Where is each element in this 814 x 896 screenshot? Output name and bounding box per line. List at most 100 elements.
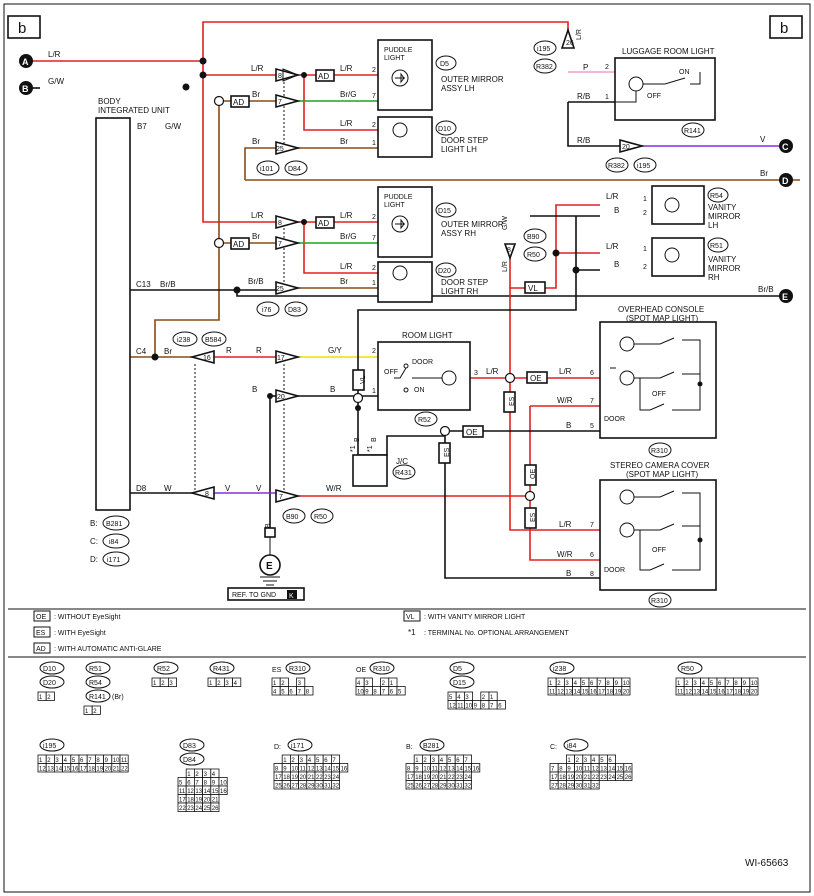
connector-face-prefix: ES <box>272 667 282 674</box>
connector-pin-number: 10 <box>357 689 364 695</box>
connector-pin-number: 21 <box>113 766 120 772</box>
connector-face-id: i195 <box>43 743 56 750</box>
pin-b7: B7 <box>137 122 147 131</box>
connector-pin-number: 5 <box>710 681 714 687</box>
connector-pin-number: 9 <box>615 681 619 687</box>
connector-pin-number: 9 <box>474 703 478 709</box>
tag-ad-d5: AD <box>318 72 329 81</box>
pin-c13: C13 <box>136 280 151 289</box>
wire-lr-d10 <box>303 75 378 131</box>
stereo-off: OFF <box>652 547 666 554</box>
r51-bulb-icon <box>664 247 680 263</box>
connector-pin-number: 18 <box>734 689 741 695</box>
wire-lr-es <box>509 378 600 531</box>
connector-pin-number: 6 <box>289 689 293 695</box>
connector-pin-number: 3 <box>432 758 436 764</box>
stereo-pin8: 8 <box>590 571 594 578</box>
connector-pin-number: 13 <box>693 689 700 695</box>
luggage-pin2: 2 <box>605 64 609 71</box>
connector-pin-number: 8 <box>204 780 208 786</box>
tag-vl-room: VL <box>360 375 367 384</box>
wl-3: Br <box>252 137 260 146</box>
cid-i76: i76 <box>262 307 271 314</box>
connector-pin-number: 28 <box>300 783 307 789</box>
d15-label2: LIGHT <box>384 202 405 209</box>
connector-pin-number: 12 <box>557 689 564 695</box>
connector-pin-number: 14 <box>456 766 463 772</box>
wire-label-gw-b: G/W <box>48 77 64 86</box>
connector-pin-number: 18 <box>606 689 613 695</box>
connector-pin-number: 15 <box>710 689 717 695</box>
connector-pin-number: 7 <box>551 766 555 772</box>
ground-lines <box>260 537 280 586</box>
connector-pin-number: 13 <box>448 766 455 772</box>
pin-8-d15: 8 <box>278 220 282 227</box>
body-ref-d-code: i171 <box>107 557 120 564</box>
wl-39: L/R <box>502 261 509 272</box>
connector-pin-number: 9 <box>567 766 571 772</box>
connector-pin-number: 21 <box>584 775 591 781</box>
connector-pin-number: 26 <box>415 783 422 789</box>
connector-pin-number: 10 <box>291 766 298 772</box>
connector-pin-number: 18 <box>187 797 194 803</box>
r51-name3: RH <box>708 273 720 282</box>
d10-name1: DOOR STEP <box>441 136 488 145</box>
connector-pin-number: 21 <box>212 797 219 803</box>
connector-pin-number: 16 <box>718 689 725 695</box>
connector-pin-number: 28 <box>559 783 566 789</box>
section-mark-left <box>7 15 41 39</box>
wire-brb-e <box>236 290 786 297</box>
connector-pin-number: 23 <box>456 775 463 781</box>
wl-4: L/R <box>340 64 353 73</box>
d20-name1: DOOR STEP <box>441 278 488 287</box>
d20-name2: LIGHT RH <box>441 287 478 296</box>
wl-2: Br <box>252 90 260 99</box>
connector-pin-number: 22 <box>179 806 186 812</box>
ground-ref-label: REF. TO GND <box>232 592 276 599</box>
component-overhead-box <box>599 321 717 439</box>
cid-i101: i101 <box>260 166 273 173</box>
connector-pin-number: 12 <box>308 766 315 772</box>
legend-text: : WITH AUTOMATIC ANTI-GLARE <box>54 646 162 653</box>
cid-r141: R141 <box>684 128 701 135</box>
connector-id-ovals <box>172 40 729 608</box>
ground-letter: E <box>266 561 273 572</box>
component-luggage-box <box>614 57 716 121</box>
section-mark-left-text: b <box>18 20 26 37</box>
cid-r52: R52 <box>418 417 431 424</box>
d15-label1: PUDDLE <box>384 194 413 201</box>
d15-diode-icon <box>395 218 405 230</box>
connector-pin-number: 10 <box>623 681 630 687</box>
component-r54-box <box>651 185 705 225</box>
wire-label-brb-c13: Br/B <box>160 280 176 289</box>
option-tag-boxes <box>230 69 548 529</box>
connector-pin-number: 3 <box>55 758 59 764</box>
connector-pin-number: 15 <box>582 689 589 695</box>
connector-pin-number: 3 <box>565 681 569 687</box>
connector-pin-number: 12 <box>187 789 194 795</box>
luggage-title: LUGGAGE ROOM LIGHT <box>622 47 715 56</box>
connector-pin-number: 7 <box>332 758 336 764</box>
r51-pin1: 1 <box>643 246 647 253</box>
stereo-switch-lines <box>634 490 701 571</box>
cid-r50: R50 <box>314 514 327 521</box>
section-mark-right-text: b <box>780 20 788 37</box>
connector-face-prefix: C: <box>550 744 557 751</box>
tag-oe-stereo: OE <box>530 469 537 479</box>
wl-32: L/R <box>606 242 619 251</box>
connector-pin-number: 22 <box>592 775 599 781</box>
wl-12: Br/G <box>340 232 356 241</box>
wire-label-lr-a: L/R <box>48 50 61 59</box>
connector-pin-number: 3 <box>584 758 588 764</box>
connector-pin-number: 25 <box>204 806 211 812</box>
r54-pin2: 2 <box>643 210 647 217</box>
connector-pin-number: 17 <box>407 775 414 781</box>
connector-pin-number: 3 <box>225 681 229 687</box>
wl-23: L/R <box>486 367 499 376</box>
room-switch-lines <box>394 367 442 379</box>
pin-8-b90: 8 <box>507 247 511 254</box>
room-pin1: 1 <box>372 388 376 395</box>
